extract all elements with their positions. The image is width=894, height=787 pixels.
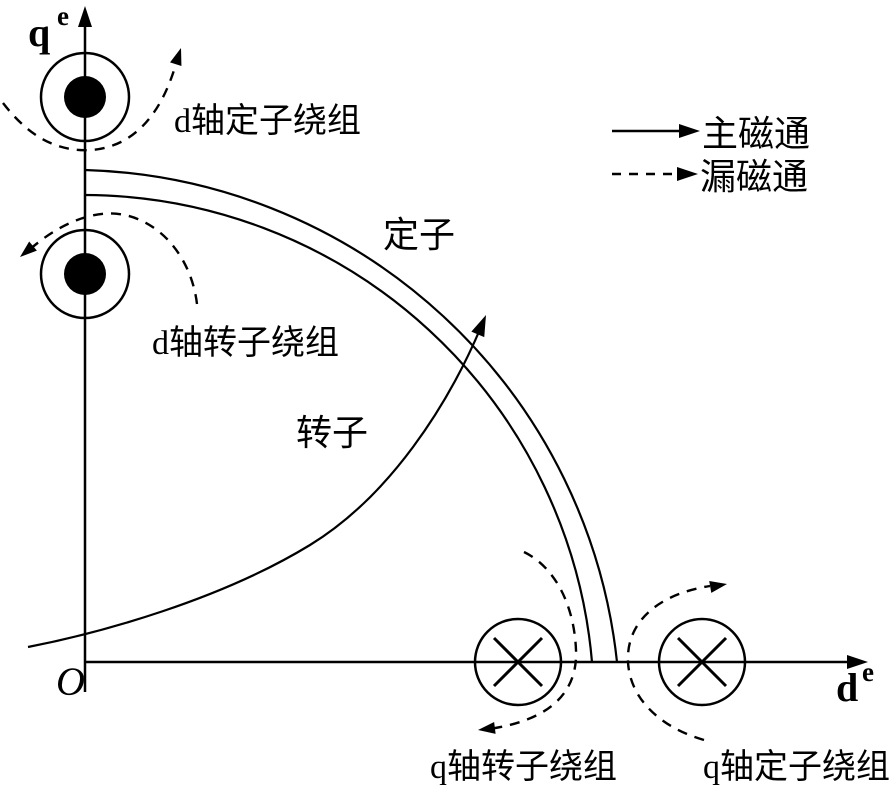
main-flux-line (27, 326, 483, 649)
stator-inner-arc (84, 193, 594, 663)
legend-leakage-flux-label: 漏磁通 (700, 157, 808, 197)
origin-label: O (56, 659, 85, 704)
q-axis-label: q (28, 10, 50, 55)
d-rotor-leakage-arrowhead (20, 241, 37, 257)
q-rotor-winding-label: q轴转子绕组 (430, 748, 617, 786)
winding-circle (473, 617, 563, 707)
q-axis-arrowhead (78, 6, 92, 27)
d-axis-label: d (836, 665, 858, 710)
q-stator-winding-label: q轴定子绕组 (703, 748, 890, 786)
q-axis-superscript: e (57, 1, 69, 31)
winding-circle (39, 51, 131, 143)
d-rotor-leakage-flux (27, 212, 199, 305)
current-in-icon (492, 636, 544, 688)
d-stator-winding-label: d轴定子绕组 (174, 102, 361, 140)
stator-outer-arc (84, 168, 619, 663)
q-stator-leakage-flux (626, 584, 711, 742)
q-rotor-leakage-flux (488, 550, 578, 731)
d-rotor-winding-symbol (39, 228, 131, 320)
current-out-icon (64, 253, 106, 295)
legend-main-flux-arrowhead (679, 124, 700, 138)
current-in-icon (676, 636, 728, 688)
winding-circle (39, 228, 131, 320)
q-rotor-winding-symbol (473, 617, 563, 707)
q-stator-winding-symbol (657, 617, 747, 707)
d-axis-superscript: e (862, 657, 874, 687)
d-stator-winding-symbol (39, 51, 131, 143)
q-stator-leakage-arrowhead (709, 581, 727, 593)
main-flux-arrowhead (471, 315, 486, 338)
flux-legend: 主磁通 漏磁通 (612, 114, 810, 197)
legend-main-flux-label: 主磁通 (702, 114, 810, 154)
rotor-label: 转子 (296, 413, 368, 453)
d-stator-leakage-flux (2, 59, 179, 152)
current-out-icon (64, 76, 106, 118)
d-stator-leakage-arrowhead (170, 48, 182, 67)
q-rotor-leakage-arrowhead (478, 721, 496, 734)
winding-circle (657, 617, 747, 707)
stator-label: 定子 (383, 215, 455, 255)
d-axis-arrowhead (847, 655, 868, 669)
d-rotor-winding-label: d轴转子绕组 (152, 324, 339, 362)
legend-leakage-flux-arrowhead (677, 167, 698, 181)
